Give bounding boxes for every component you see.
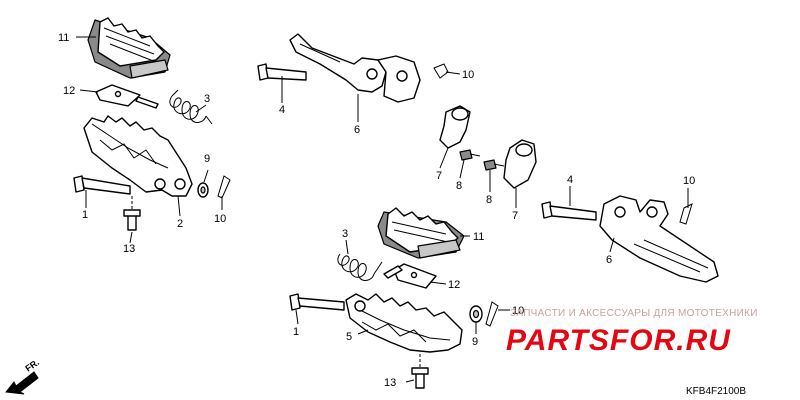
- watermark-tagline: ЗАПЧАСТИ И АКСЕССУАРЫ ДЛЯ МОТОТЕХНИКИ: [510, 308, 758, 319]
- callout-6-right: 6: [606, 254, 612, 266]
- callout-12-lower: 12: [448, 279, 460, 291]
- callout-8-right: 8: [486, 194, 492, 206]
- callout-5: 5: [346, 331, 352, 343]
- callout-7-right: 7: [512, 210, 518, 222]
- part-9-washer-lower: [469, 305, 483, 323]
- part-6-bracket-upper: [289, 33, 421, 103]
- part-7-clamp-right: [503, 139, 537, 189]
- part-13-bolt-upper: [123, 196, 141, 231]
- callout-9-upper: 9: [204, 153, 210, 165]
- callout-12-upper: 12: [63, 85, 75, 97]
- callout-10-right: 10: [683, 175, 695, 187]
- callout-10-upper-mid: 10: [462, 69, 474, 81]
- part-11-footpeg-rubber-upper: [87, 17, 171, 79]
- part-10-cotter-pin-right: [679, 203, 693, 225]
- part-5-footpeg-body-lower: [345, 293, 463, 353]
- callout-1-upper: 1: [82, 209, 88, 221]
- callout-3-lower: 3: [342, 228, 348, 240]
- part-3-spring-upper: [169, 89, 213, 125]
- part-2-footpeg-body-upper: [83, 115, 193, 197]
- part-8-bolt-right: [483, 159, 505, 171]
- part-1-pin-lower: [289, 293, 345, 311]
- front-direction-marker: FR.: [5, 357, 41, 395]
- part-1-pin-upper: [73, 175, 131, 195]
- callout-9-lower: 9: [472, 336, 478, 348]
- part-4-pin-upper: [257, 63, 307, 81]
- callout-13-lower: 13: [384, 377, 396, 389]
- callout-7-left: 7: [436, 170, 442, 182]
- part-11-footpeg-rubber-lower: [377, 207, 465, 259]
- callout-4-upper: 4: [279, 104, 285, 116]
- callout-6-upper: 6: [354, 124, 360, 136]
- watermark: ЗАПЧАСТИ И АКСЕССУАРЫ ДЛЯ МОТОТЕХНИКИ PA…: [506, 308, 758, 357]
- part-4-pin-right: [541, 201, 597, 221]
- callout-1-lower: 1: [293, 326, 299, 338]
- arrow-down-left-icon: [5, 371, 39, 395]
- direction-label: FR.: [23, 357, 41, 374]
- part-13-bolt-lower: [411, 354, 429, 389]
- diagram-code: KFB4F2100B: [686, 386, 746, 397]
- callout-4-right: 4: [567, 174, 573, 186]
- part-12-plate-upper: [95, 84, 159, 109]
- callout-11-lower: 11: [473, 231, 484, 243]
- part-3-spring-lower: [337, 253, 383, 281]
- callout-13-upper: 13: [123, 243, 135, 255]
- leader-lines: [76, 36, 689, 383]
- callout-3-upper: 3: [204, 93, 210, 105]
- callout-10-lower: 10: [512, 305, 524, 317]
- part-9-washer-upper: [197, 182, 209, 198]
- callout-11-upper: 11: [58, 32, 69, 44]
- part-6-bracket-right: [599, 195, 719, 283]
- part-10-cotter-pin-lower: [485, 301, 499, 327]
- callout-numbers: 11 12 3 1 2 9 10 13 4 6 10 7 8 8 7 4 10 …: [58, 32, 695, 389]
- part-12-plate-lower: [383, 263, 437, 289]
- part-8-bolt-left: [459, 149, 481, 161]
- callout-8-left: 8: [456, 180, 462, 192]
- part-10-cotter-pin-mid: [433, 63, 449, 79]
- watermark-brand: PARTSFOR.RU: [506, 324, 731, 357]
- callout-10-upper-left: 10: [214, 213, 226, 225]
- part-10-cotter-pin-upper: [217, 175, 231, 199]
- part-7-clamp-left: [439, 105, 471, 149]
- callout-2: 2: [177, 218, 183, 230]
